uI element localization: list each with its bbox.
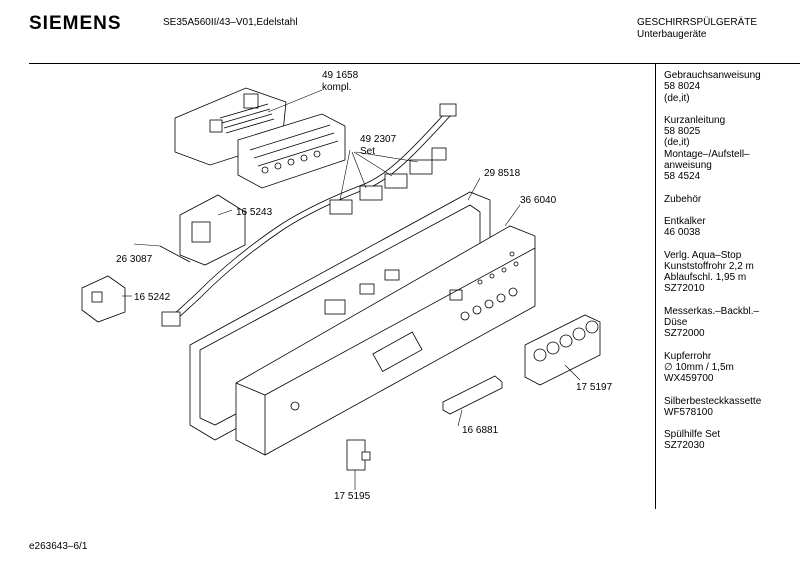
- category-line-2: Unterbaugeräte: [637, 29, 707, 40]
- control-module-drawing: [174, 87, 346, 189]
- knob-set-drawing: [524, 314, 601, 386]
- part-label-298518: 29 8518: [484, 168, 521, 179]
- leader-lines: [122, 89, 581, 490]
- sidebar-line: (de,it): [664, 92, 690, 104]
- part-label-165242: 16 5242: [134, 292, 171, 303]
- sidebar-line: Düse: [664, 317, 688, 329]
- part-label-366040: 36 6040: [520, 195, 557, 206]
- push-button-drawing: [346, 439, 371, 471]
- sidebar-line: Entkalker: [664, 215, 706, 227]
- sidebar-line: WX459700: [664, 373, 714, 385]
- sidebar-line: 58 8025: [664, 126, 701, 138]
- part-label-166881: 16 6881: [462, 425, 499, 436]
- part-label-492307: 49 2307: [360, 134, 397, 145]
- sidebar-line: 58 4524: [664, 171, 701, 183]
- sidebar-line: Spülhilfe Set: [664, 429, 721, 441]
- part-label-175195: 17 5195: [334, 491, 371, 502]
- model-title: SE35A560II/43–V01,Edelstahl: [163, 17, 298, 28]
- sidebar-divider: [655, 63, 656, 509]
- part-label-491658: 49 1658: [322, 70, 359, 81]
- header-divider: [29, 63, 800, 64]
- sidebar-block: Zubehör: [664, 194, 798, 205]
- sidebar-line: 46 0038: [664, 227, 701, 239]
- part-label-263087: 26 3087: [116, 254, 153, 265]
- part-label-492307-sub: Set: [360, 146, 375, 157]
- sidebar-line: Ablaufschl. 1,95 m: [664, 272, 747, 284]
- bracket-drawing: [159, 194, 246, 266]
- sidebar-line: (de,it): [664, 137, 690, 149]
- sidebar-line: SZ72000: [664, 328, 705, 340]
- drawing-number: e263643–6/1: [29, 541, 88, 552]
- sidebar-line: Montage–/Aufstell–: [664, 148, 750, 160]
- category-title: GESCHIRRSPÜLGERÄTE Unterbaugeräte: [637, 17, 757, 41]
- sidebar-line: anweisung: [664, 160, 712, 172]
- front-panel-drawing: [235, 225, 536, 456]
- sidebar-line: Zubehör: [664, 193, 702, 205]
- sidebar-line: Kunststoffrohr 2,2 m: [664, 260, 754, 272]
- sidebar-line: Gebrauchsanweisung: [664, 70, 761, 81]
- sidebar-line: Messerkas.–Backbl.–: [664, 305, 760, 317]
- sidebar-line: ∅ 10mm / 1,5m: [664, 361, 734, 373]
- switch-drawing: [81, 275, 126, 323]
- sidebar-line: SZ72030: [664, 440, 705, 452]
- part-label-165243: 16 5243: [236, 207, 273, 218]
- wire-harness-drawing: [161, 103, 457, 327]
- part-label-491658-sub: kompl.: [322, 82, 351, 93]
- sidebar-line: Kurzanleitung: [664, 114, 726, 126]
- sidebar-line: Verlg. Aqua–Stop: [664, 249, 742, 261]
- sidebar-line: Silberbesteckkassette: [664, 395, 762, 407]
- sidebar-line: SZ72010: [664, 283, 705, 295]
- category-line-1: GESCHIRRSPÜLGERÄTE: [637, 17, 758, 28]
- brand-logo: SIEMENS: [29, 13, 122, 34]
- sidebar-line: Kupferrohr: [664, 350, 712, 362]
- part-label-175197: 17 5197: [576, 382, 613, 393]
- sidebar-line: 58 8024: [664, 81, 701, 93]
- cover-strip-drawing: [442, 375, 503, 415]
- sidebar-line: WF578100: [664, 406, 713, 418]
